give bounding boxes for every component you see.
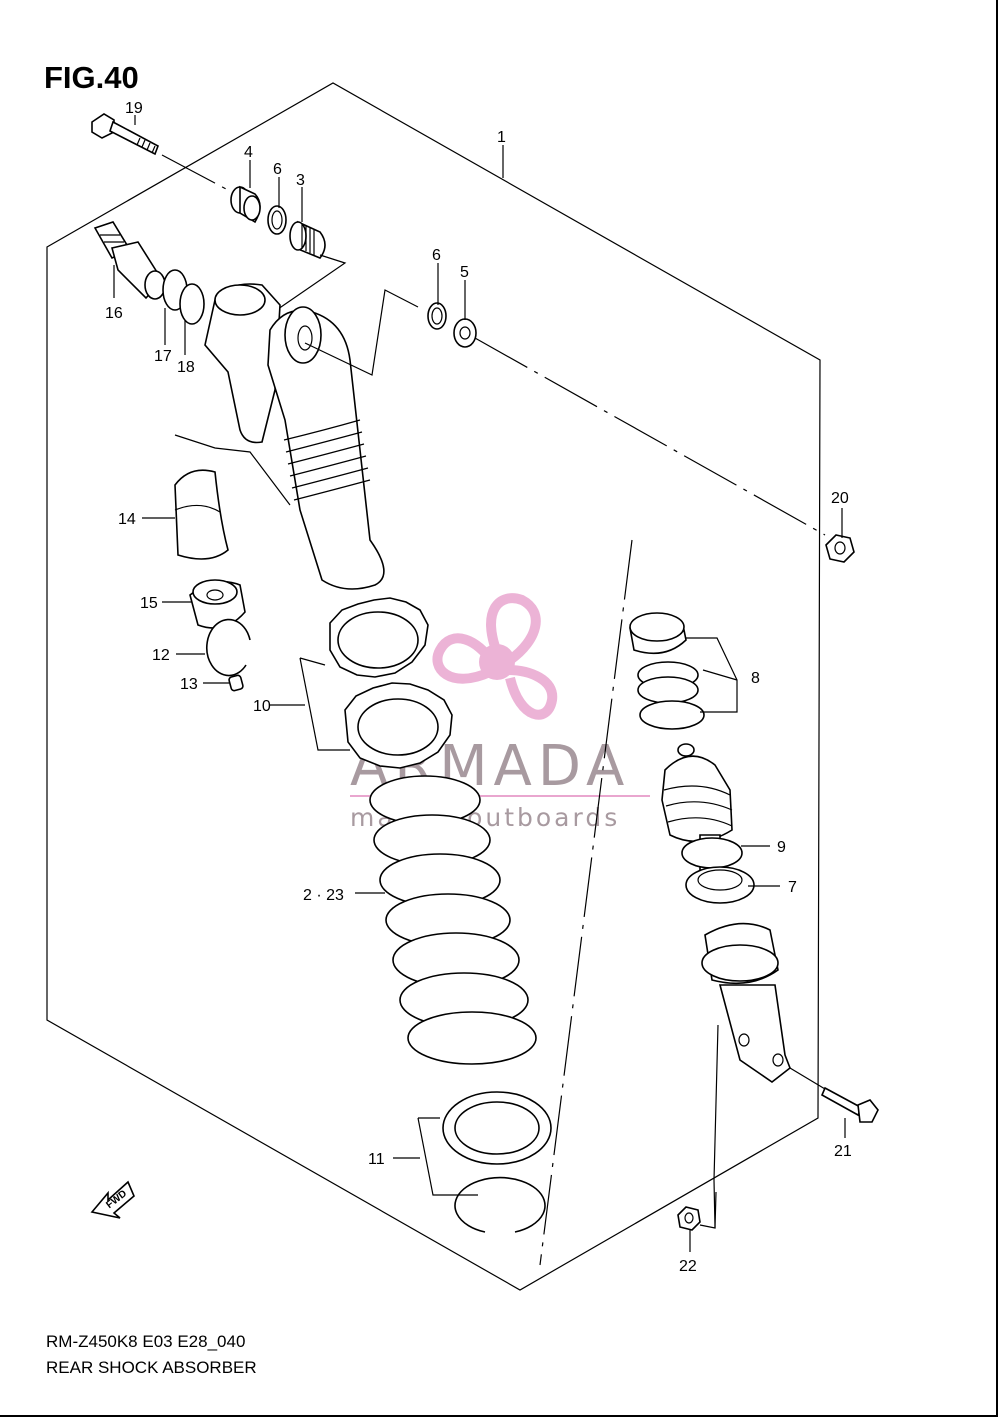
callout-17: 17 xyxy=(154,348,172,365)
fwd-arrow-icon: FWD xyxy=(90,1180,135,1219)
part-11-spring-seat xyxy=(442,1091,552,1165)
axis-upper-mount xyxy=(474,337,826,536)
figure-title: FIG.40 xyxy=(44,60,139,95)
part-reservoir xyxy=(204,283,281,444)
leader-8 xyxy=(686,637,738,713)
part-4-collar xyxy=(230,185,261,224)
callout-16: 16 xyxy=(105,305,123,322)
part-12-circlip xyxy=(206,618,251,677)
part-5-washer xyxy=(453,318,477,348)
part-1-shock-body xyxy=(267,306,385,590)
part-10-lock-nut-lower xyxy=(344,682,453,769)
assembly-outline xyxy=(46,82,821,1291)
callout-20: 20 xyxy=(831,490,849,507)
part-15-cap xyxy=(189,579,246,629)
part-20-nut xyxy=(825,534,855,563)
callout-15: 15 xyxy=(140,595,158,612)
callout-2-23: 2 · 23 xyxy=(303,887,344,904)
part-7-stopper xyxy=(685,866,755,904)
callout-12: 12 xyxy=(152,647,170,664)
part-19-bolt xyxy=(91,113,159,156)
part-18-o-ring xyxy=(179,283,205,325)
part-name: REAR SHOCK ABSORBER xyxy=(46,1358,257,1377)
part-8-bushings xyxy=(629,612,705,730)
callout-11: 11 xyxy=(368,1151,385,1168)
callout-7: 7 xyxy=(788,879,797,896)
part-14-bladder xyxy=(174,469,229,560)
callout-8: 8 xyxy=(751,670,760,687)
callout-21: 21 xyxy=(834,1143,852,1160)
callout-18: 18 xyxy=(177,359,195,376)
part-21-bolt xyxy=(820,1086,879,1123)
leader-22-stub xyxy=(714,1191,717,1229)
part-16-adjuster xyxy=(93,221,166,300)
watermark-logo xyxy=(432,593,558,720)
part-6-ring-lower xyxy=(427,302,447,330)
callout-6-upper: 6 xyxy=(273,161,282,178)
callout-14: 14 xyxy=(118,511,136,528)
part-13-valve xyxy=(228,674,244,692)
callout-13: 13 xyxy=(180,676,198,693)
part-11-clip xyxy=(454,1176,546,1233)
callout-9: 9 xyxy=(777,839,786,856)
part-lower-body xyxy=(701,922,791,1083)
part-22-nut xyxy=(677,1206,701,1231)
part-9-ring xyxy=(681,837,743,869)
callout-4: 4 xyxy=(244,144,253,161)
axis-19 xyxy=(161,154,229,191)
callout-5: 5 xyxy=(460,264,469,281)
callout-6-lower: 6 xyxy=(432,247,441,264)
callout-1: 1 xyxy=(497,129,506,146)
leader-11 xyxy=(393,1117,478,1196)
leader-body xyxy=(304,289,419,376)
part-2-23-spring xyxy=(369,775,537,1065)
leader-lower xyxy=(699,1024,719,1229)
leader-10 xyxy=(299,657,350,751)
axis-spring xyxy=(539,539,633,1266)
callout-22: 22 xyxy=(679,1258,697,1275)
leader-reservoir xyxy=(174,434,291,506)
part-3-needle-bearing xyxy=(289,220,326,259)
part-6-ring-upper xyxy=(267,205,287,235)
part-10-lock-nut-upper xyxy=(329,597,429,678)
callout-10: 10 xyxy=(253,698,271,715)
model-code: RM-Z450K8 E03 E28_040 xyxy=(46,1332,246,1351)
callout-3: 3 xyxy=(296,172,305,189)
callout-19: 19 xyxy=(125,100,143,117)
